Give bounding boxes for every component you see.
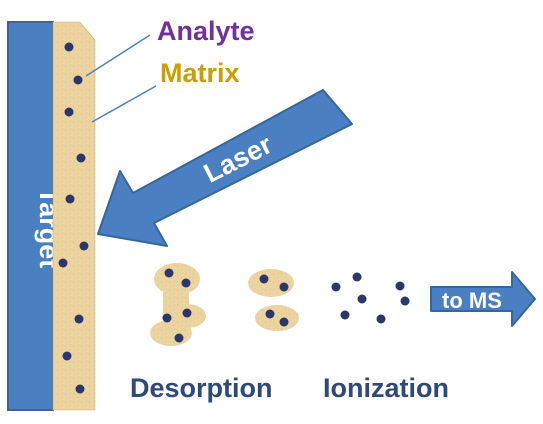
ionization-caption: Ionization	[323, 373, 449, 403]
analyte-label: Analyte	[157, 16, 255, 46]
laser-arrow-icon: Laser	[97, 89, 353, 247]
matrix-label: Matrix	[160, 58, 240, 88]
to-ms-label: to MS	[442, 288, 502, 313]
analyte-dots	[58, 42, 89, 394]
matrix-leader-line	[91, 85, 157, 123]
desorption-caption: Desorption	[130, 373, 273, 403]
target-plate: Target	[7, 21, 64, 411]
matrix-layer	[52, 21, 96, 411]
analyte-leader-line	[85, 34, 151, 77]
desorption-clusters	[150, 263, 299, 346]
ionization-ions	[331, 272, 410, 324]
cluster-small	[248, 269, 299, 331]
to-ms-arrow-icon: to MS	[430, 271, 536, 327]
cluster-large	[150, 263, 206, 346]
